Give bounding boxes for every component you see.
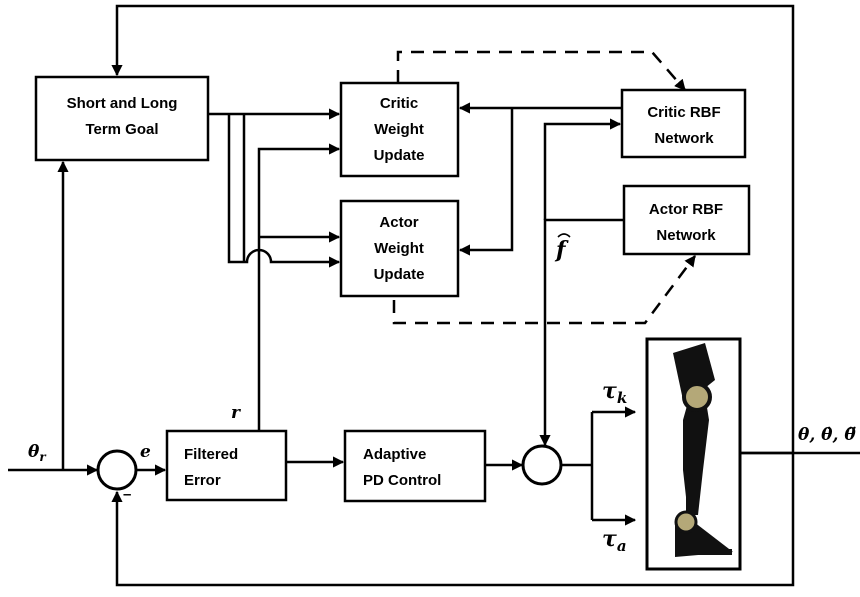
critic-rbf-block: Critic RBF Network — [622, 90, 745, 157]
exoskeleton-leg-figure — [647, 339, 740, 569]
pd-control-block: Adaptive PD Control — [345, 431, 485, 501]
goal-label-1: Short and Long — [67, 95, 178, 112]
tau-a-label: τa — [602, 526, 627, 555]
critic-rbf-label-1: Critic RBF — [647, 104, 720, 121]
svg-text:f: f — [554, 237, 569, 263]
filtered-error-label-2: Error — [184, 472, 221, 489]
goal-block: Short and Long Term Goal — [36, 77, 208, 160]
output-label: θ, θ̇, θ̈ — [798, 425, 856, 445]
critic-rbf-to-actor-line — [460, 108, 512, 250]
actor-update-label-1: Actor — [379, 214, 418, 231]
theta-r-label: θr — [28, 442, 47, 464]
r-line — [259, 149, 339, 430]
critic-rbf-label-2: Network — [654, 130, 714, 147]
filtered-error-label-1: Filtered — [184, 446, 238, 463]
critic-rbf-input-line — [545, 124, 620, 220]
actor-rbf-label-1: Actor RBF — [649, 201, 723, 218]
tau-k-label: τk — [602, 378, 627, 407]
critic-weight-update-block: Critic Weight Update — [341, 83, 458, 176]
goal-label-2: Term Goal — [85, 121, 158, 138]
ankle-joint — [676, 512, 696, 532]
e-label: e — [140, 442, 151, 462]
knee-joint — [684, 384, 710, 410]
critic-update-label-3: Update — [374, 147, 425, 164]
pd-control-label-1: Adaptive — [363, 446, 426, 463]
actor-update-label-3: Update — [374, 266, 425, 283]
critic-update-label-2: Weight — [374, 121, 424, 138]
f-hat-label: f — [554, 234, 570, 263]
r-label: r — [231, 403, 241, 423]
critic-update-label-1: Critic — [380, 95, 418, 112]
actor-rbf-label-2: Network — [656, 227, 716, 244]
summing-junction-control — [523, 446, 561, 484]
summing-junction-error — [98, 451, 136, 489]
actor-weight-update-block: Actor Weight Update — [341, 201, 458, 296]
minus-sign: – — [123, 486, 131, 503]
goal-to-actor-line — [229, 114, 339, 262]
actor-rbf-block: Actor RBF Network — [624, 186, 749, 254]
filtered-error-block: Filtered Error — [167, 431, 286, 500]
pd-control-label-2: PD Control — [363, 472, 441, 489]
actor-update-label-2: Weight — [374, 240, 424, 257]
